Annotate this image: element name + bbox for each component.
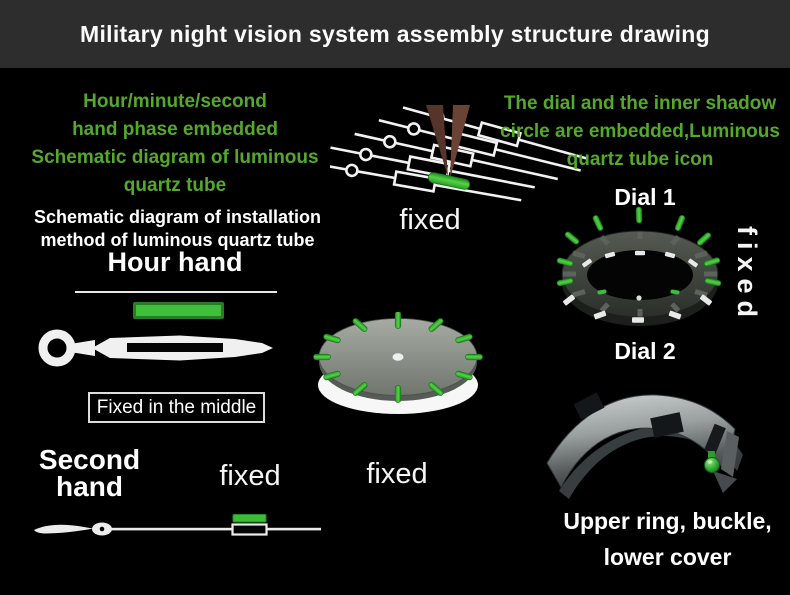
- header-bar: Military night vision system assembly st…: [0, 0, 790, 68]
- caption-line: method of luminous quartz tube: [40, 230, 315, 250]
- caption-line: The dial and the inner shadow: [503, 93, 777, 114]
- right-green-caption: The dial and the inner shadow circle are…: [490, 90, 790, 174]
- install-method-caption: Schematic diagram of installation method…: [20, 206, 335, 252]
- caption-line: Hour/minute/second: [83, 91, 267, 112]
- fixed-label-vertical: fixed: [732, 226, 762, 325]
- fixed-label-left: fixed: [219, 460, 281, 492]
- caption-line: Schematic diagram of luminous: [31, 147, 319, 168]
- buckle-ring-illustration: [546, 392, 743, 499]
- caption-line: hand phase embedded: [72, 119, 278, 140]
- left-green-caption: Hour/minute/second hand phase embedded S…: [25, 88, 325, 200]
- caption-line: hand: [56, 471, 123, 502]
- second-hand-title: Second hand: [22, 444, 157, 502]
- caption-line: Schematic diagram of installation: [33, 207, 322, 227]
- tweezer-right: [450, 105, 470, 179]
- caption-line: quartz tube icon: [566, 149, 714, 170]
- hour-hand-title: Hour hand: [107, 247, 243, 277]
- caption-line: Upper ring, buckle,: [563, 508, 772, 534]
- tweezer-left: [426, 105, 448, 177]
- dial2-label: Dial 2: [614, 338, 676, 364]
- dial-ring-illustration: [556, 206, 722, 326]
- hands-tweezers-illustration: [330, 99, 588, 208]
- caption-line: lower cover: [603, 544, 732, 570]
- hour-hand-illustration: [38, 329, 273, 367]
- caption-line: circle are embedded,Luminous: [500, 121, 780, 142]
- divider-line: [75, 291, 277, 293]
- page-title: Military night vision system assembly st…: [79, 20, 710, 47]
- dial1-label: Dial 1: [614, 184, 676, 210]
- second-hand-illustration: [34, 514, 321, 536]
- caption-line: Second: [38, 444, 141, 475]
- luminous-tube-icon: [133, 302, 224, 319]
- fixed-in-middle-box: Fixed in the middle: [88, 392, 265, 423]
- dial-disc-illustration: [313, 312, 483, 414]
- fixed-in-middle-label: Fixed in the middle: [96, 396, 257, 418]
- fixed-label-center-top: fixed: [399, 204, 461, 236]
- fixed-label-center-bottom: fixed: [366, 458, 428, 490]
- bottom-caption: Upper ring, buckle, lower cover: [545, 503, 790, 575]
- caption-line: quartz tube: [123, 175, 227, 196]
